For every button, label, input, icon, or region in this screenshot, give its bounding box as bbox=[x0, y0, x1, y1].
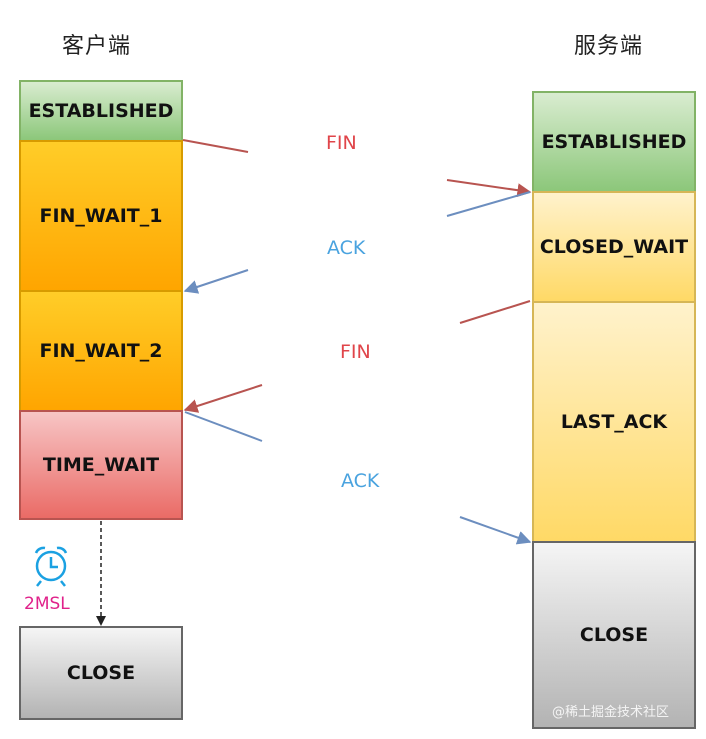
ack-label-2: ACK bbox=[341, 470, 380, 492]
fin-arrow-segment-1 bbox=[182, 139, 249, 153]
timer-label: 2MSL bbox=[24, 594, 70, 614]
state-label: TIME_WAIT bbox=[42, 454, 160, 476]
state-label: LAST_ACK bbox=[560, 411, 668, 433]
state-label: CLOSE bbox=[579, 624, 649, 646]
fin-label-1: FIN bbox=[326, 132, 357, 154]
watermark: @稀土掘金技术社区 bbox=[552, 705, 670, 720]
fin-label-2: FIN bbox=[340, 341, 371, 363]
ack-arrow-segment-2 bbox=[183, 269, 249, 294]
server-state-established: ESTABLISHED bbox=[532, 91, 696, 193]
fin-arrow-segment-2 bbox=[446, 179, 532, 198]
state-label: FIN_WAIT_1 bbox=[39, 205, 163, 227]
state-label: FIN_WAIT_2 bbox=[39, 340, 163, 362]
fin2-arrow-segment-1 bbox=[459, 300, 531, 324]
client-state-fin-wait-1: FIN_WAIT_1 bbox=[19, 140, 183, 292]
server-title: 服务端 bbox=[574, 34, 644, 59]
alarm-clock-icon bbox=[34, 546, 68, 587]
state-label: ESTABLISHED bbox=[28, 100, 174, 122]
ack-arrow-segment-1 bbox=[446, 191, 531, 217]
timer-arrowhead bbox=[96, 616, 106, 626]
client-state-close: CLOSE bbox=[19, 626, 183, 720]
state-label: CLOSE bbox=[66, 662, 136, 684]
server-state-close: CLOSE bbox=[532, 541, 696, 729]
ack2-arrow-segment-2 bbox=[459, 516, 532, 545]
fin2-arrow-segment-2 bbox=[183, 384, 263, 413]
server-state-closed-wait: CLOSED_WAIT bbox=[532, 191, 696, 303]
client-state-time-wait: TIME_WAIT bbox=[19, 410, 183, 520]
ack-label-1: ACK bbox=[327, 237, 366, 259]
state-label: ESTABLISHED bbox=[541, 131, 687, 153]
state-label: CLOSED_WAIT bbox=[539, 236, 689, 258]
client-title: 客户端 bbox=[62, 34, 132, 59]
ack2-arrow-segment-1 bbox=[184, 411, 263, 442]
server-state-last-ack: LAST_ACK bbox=[532, 301, 696, 543]
